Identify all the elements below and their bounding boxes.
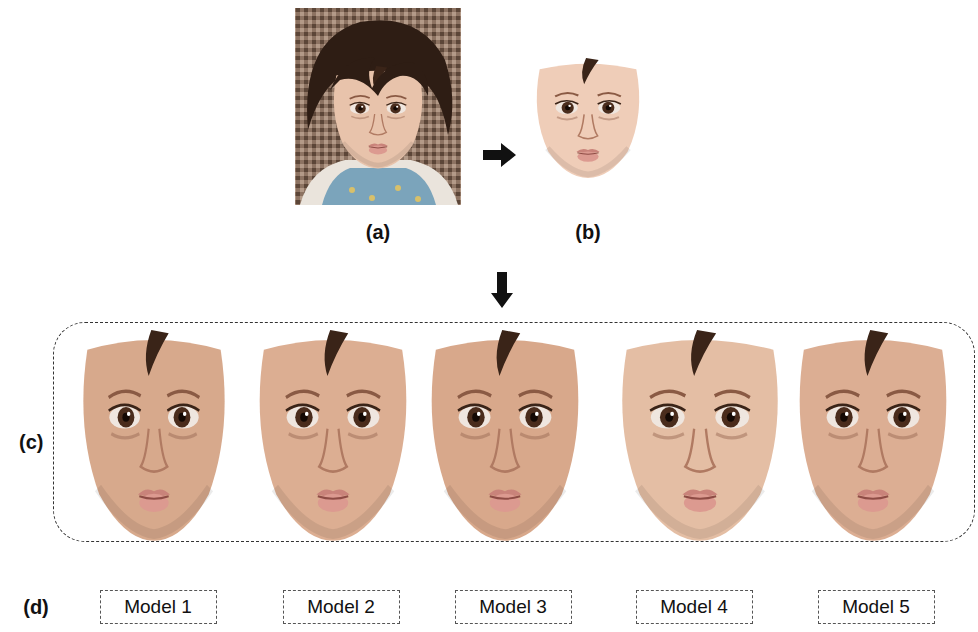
panel-label: (b)	[575, 221, 601, 244]
hair-fringe	[330, 58, 428, 96]
model-name: Model 2	[307, 596, 375, 618]
cropped-face	[537, 58, 639, 178]
panel-label: (d)	[23, 596, 49, 619]
panel-label: (a)	[366, 221, 390, 244]
results-group: (c)	[53, 322, 975, 542]
model-name: Model 3	[479, 596, 547, 618]
panel-label: (c)	[19, 431, 43, 454]
bib-dot	[415, 196, 421, 202]
model-name: Model 5	[842, 596, 910, 618]
model-face	[260, 330, 407, 541]
bib-dot	[395, 185, 401, 191]
model-name: Model 4	[660, 596, 728, 618]
photo-background	[295, 8, 461, 205]
model-face	[83, 330, 224, 541]
model-name: Model 1	[124, 596, 192, 618]
model-box: Model 2	[283, 590, 400, 624]
bib-dot	[369, 195, 375, 201]
child-bib	[322, 168, 436, 205]
model-face	[622, 330, 777, 541]
bib-dot	[349, 187, 355, 193]
model-box: Model 5	[818, 590, 935, 624]
model-box: Model 3	[455, 590, 572, 624]
model-face	[432, 330, 579, 541]
model-box: Model 1	[100, 590, 217, 624]
right-arrow	[483, 143, 516, 167]
down-arrow	[491, 272, 513, 308]
child-photo	[295, 8, 461, 205]
model-face	[800, 330, 947, 541]
model-box: Model 4	[636, 590, 753, 624]
